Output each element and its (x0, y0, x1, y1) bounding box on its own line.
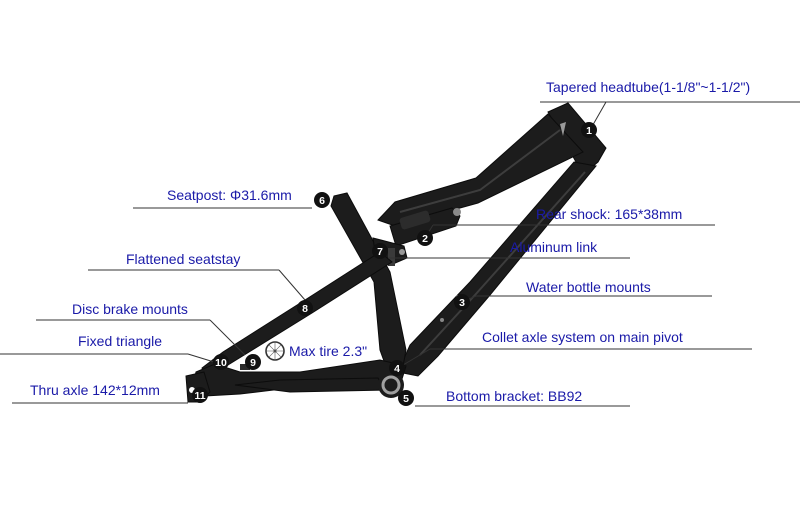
bottom-bracket-ring (381, 375, 401, 395)
label-aluminum-link: Aluminum link (510, 239, 598, 255)
marker-11: 11 (192, 387, 208, 403)
brake-mount (240, 364, 250, 370)
shock-bolt-front (453, 208, 461, 216)
label-disc-brake: Disc brake mounts (72, 301, 188, 317)
svg-text:5: 5 (403, 393, 409, 405)
svg-text:4: 4 (394, 363, 400, 375)
labels: Tapered headtube(1-1/8"~1-1/2") Seatpost… (30, 79, 750, 404)
svg-text:11: 11 (194, 390, 205, 402)
label-thru-axle: Thru axle 142*12mm (30, 382, 160, 398)
leader-fixed-triangle-diag (187, 353, 215, 363)
downtube-highlight (419, 171, 586, 356)
leader-disc-brake-diag (209, 319, 246, 356)
shock-body (399, 210, 431, 230)
wheel-icon (265, 341, 285, 361)
headtube-logo (560, 122, 566, 136)
label-max-tire: Max tire 2.3" (289, 343, 367, 359)
svg-text:3: 3 (459, 297, 465, 309)
marker-7: 7 (372, 243, 388, 259)
link-bolt (399, 249, 405, 255)
label-water-bottle: Water bottle mounts (526, 279, 651, 295)
label-rear-shock: Rear shock: 165*38mm (536, 206, 682, 222)
marker-1: 1 (581, 122, 597, 138)
svg-text:9: 9 (250, 357, 256, 369)
link-plate (388, 248, 395, 266)
label-fixed-triangle: Fixed triangle (78, 333, 162, 349)
marker-10: 10 (213, 354, 229, 370)
leader-seatstay-diag (278, 269, 306, 301)
top-tube (377, 113, 584, 227)
rear-shock (389, 207, 461, 247)
label-bottom-bracket: Bottom bracket: BB92 (446, 388, 582, 404)
marker-3: 3 (454, 294, 470, 310)
marker-9: 9 (245, 354, 261, 370)
bottle-bolt-2 (440, 318, 444, 322)
label-collet-axle: Collet axle system on main pivot (482, 329, 683, 345)
label-headtube: Tapered headtube(1-1/8"~1-1/2") (546, 79, 750, 95)
marker-6: 6 (314, 192, 330, 208)
marker-4: 4 (389, 360, 405, 376)
svg-text:6: 6 (319, 195, 325, 207)
svg-text:1: 1 (586, 125, 592, 137)
marker-8: 8 (297, 300, 313, 316)
label-flattened-seatstay: Flattened seatstay (126, 251, 240, 267)
frame-highlight (399, 129, 561, 213)
svg-text:10: 10 (215, 357, 227, 369)
label-seatpost: Seatpost: Φ31.6mm (167, 187, 292, 203)
marker-2: 2 (417, 230, 433, 246)
svg-text:7: 7 (377, 246, 383, 258)
svg-text:8: 8 (302, 303, 308, 315)
markers: 1 2 3 4 5 6 7 8 (192, 122, 597, 406)
svg-text:2: 2 (422, 233, 428, 245)
marker-5: 5 (398, 390, 414, 406)
